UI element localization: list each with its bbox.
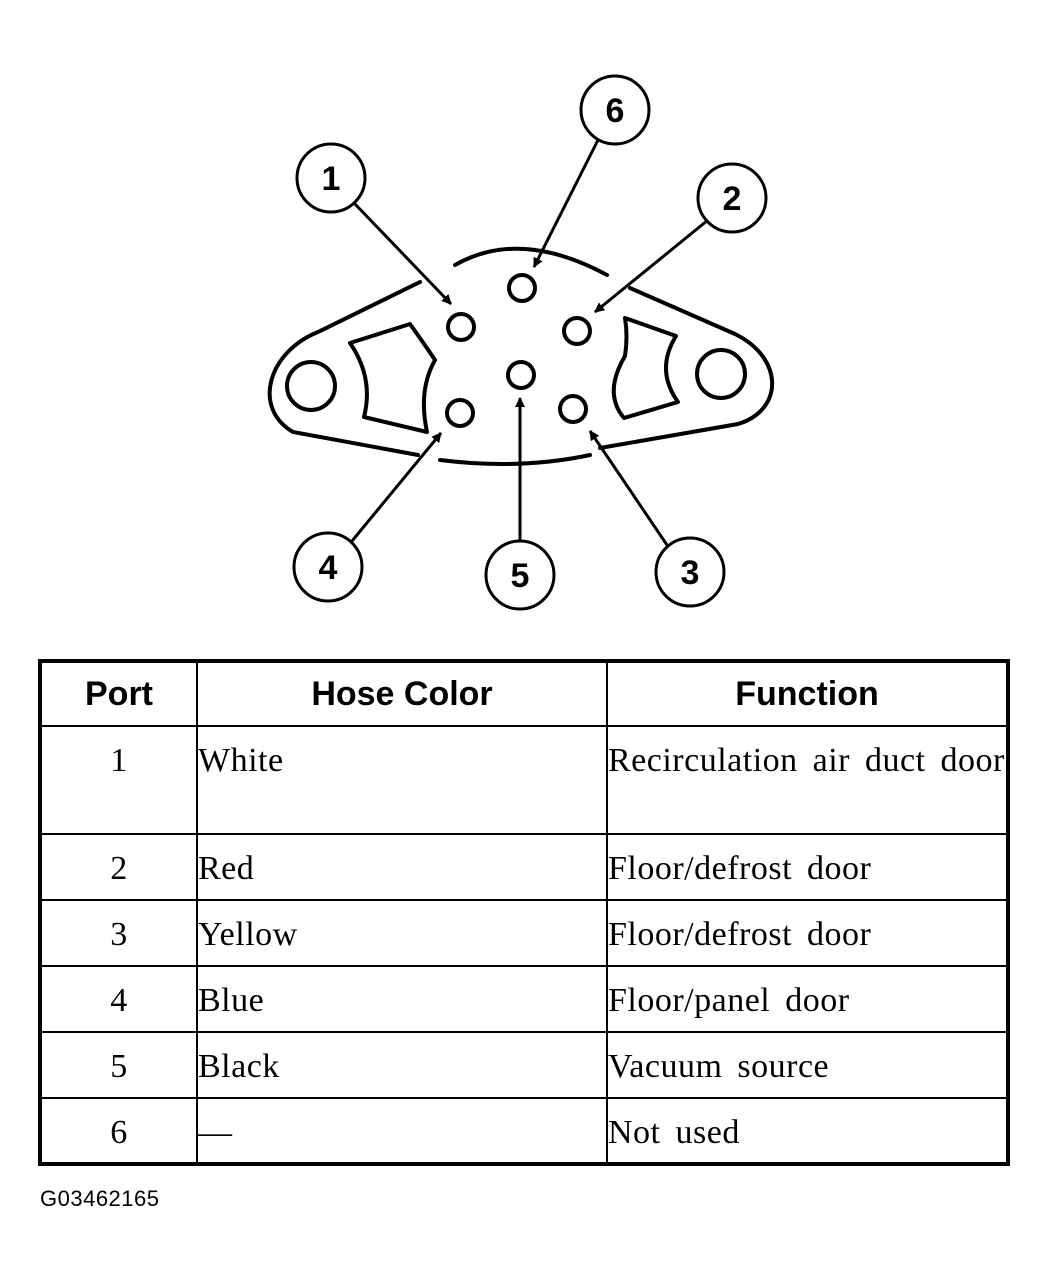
vacuum-connector-diagram: 1 2 3 4 5 6 <box>267 74 775 611</box>
table-row: 3 Yellow Floor/defrost door <box>39 899 1009 967</box>
cell-hose-color: Blue <box>196 965 608 1033</box>
cell-hose-color: Black <box>196 1031 608 1099</box>
header-hose-color: Hose Color <box>196 660 608 727</box>
right-recess <box>611 316 680 420</box>
table-row: 5 Black Vacuum source <box>39 1031 1009 1099</box>
vacuum-ports <box>445 273 592 428</box>
left-mounting-hole <box>285 360 337 412</box>
cell-port: 5 <box>39 1031 198 1099</box>
port-1-hole <box>446 312 476 342</box>
cell-hose-color: Red <box>196 833 608 901</box>
table-row: 1 White Recirculation air duct door <box>39 725 1009 835</box>
callout-3: 3 <box>654 536 726 608</box>
callout-6: 6 <box>579 74 651 146</box>
callout-2: 2 <box>696 162 768 234</box>
cell-port: 6 <box>39 1097 198 1165</box>
cell-port: 2 <box>39 833 198 901</box>
table-row: 2 Red Floor/defrost door <box>39 833 1009 901</box>
port-6-hole <box>507 273 537 303</box>
callout-3-label: 3 <box>681 554 700 592</box>
cell-port: 3 <box>39 899 198 967</box>
callout-1: 1 <box>295 142 367 214</box>
cell-hose-color: — <box>196 1097 608 1165</box>
cell-hose-color: White <box>196 725 608 835</box>
cell-port: 1 <box>39 725 198 835</box>
callout-4-label: 4 <box>319 549 338 587</box>
table-header-row: Port Hose Color Function <box>39 660 1009 727</box>
right-mounting-hole <box>695 348 747 400</box>
port-2-hole <box>562 316 592 346</box>
callout-5: 5 <box>484 539 556 611</box>
header-function: Function <box>606 660 1009 727</box>
port-4-hole <box>445 398 475 428</box>
cell-function: Floor/panel door <box>606 965 1009 1033</box>
cell-function: Floor/defrost door <box>606 899 1009 967</box>
leader-arrows <box>350 139 709 546</box>
port-3-hole <box>558 394 588 424</box>
figure-code: G03462165 <box>40 1186 160 1211</box>
arrow-4 <box>350 432 443 542</box>
table-row: 6 — Not used <box>39 1097 1009 1165</box>
callout-2-label: 2 <box>723 180 742 218</box>
cell-port: 4 <box>39 965 198 1033</box>
cell-function: Floor/defrost door <box>606 833 1009 901</box>
arrow-2 <box>594 218 709 314</box>
left-recess <box>348 322 437 434</box>
connector-body <box>267 246 775 466</box>
arrow-6 <box>532 139 600 268</box>
callout-6-label: 6 <box>606 92 625 130</box>
callout-4: 4 <box>292 531 364 603</box>
port-function-table: Port Hose Color Function 1 White Recircu… <box>38 659 1010 1166</box>
port-5-hole <box>506 360 536 390</box>
callout-5-label: 5 <box>511 557 530 595</box>
callout-1-label: 1 <box>322 160 341 198</box>
cell-function: Vacuum source <box>606 1031 1009 1099</box>
header-port: Port <box>39 660 198 727</box>
callouts: 1 2 3 4 5 6 <box>292 74 768 611</box>
table-row: 4 Blue Floor/panel door <box>39 965 1009 1033</box>
cell-hose-color: Yellow <box>196 899 608 967</box>
cell-function: Recirculation air duct door <box>606 725 1009 835</box>
arrow-1 <box>353 202 453 306</box>
cell-function: Not used <box>606 1097 1009 1165</box>
arrow-3 <box>588 430 669 546</box>
